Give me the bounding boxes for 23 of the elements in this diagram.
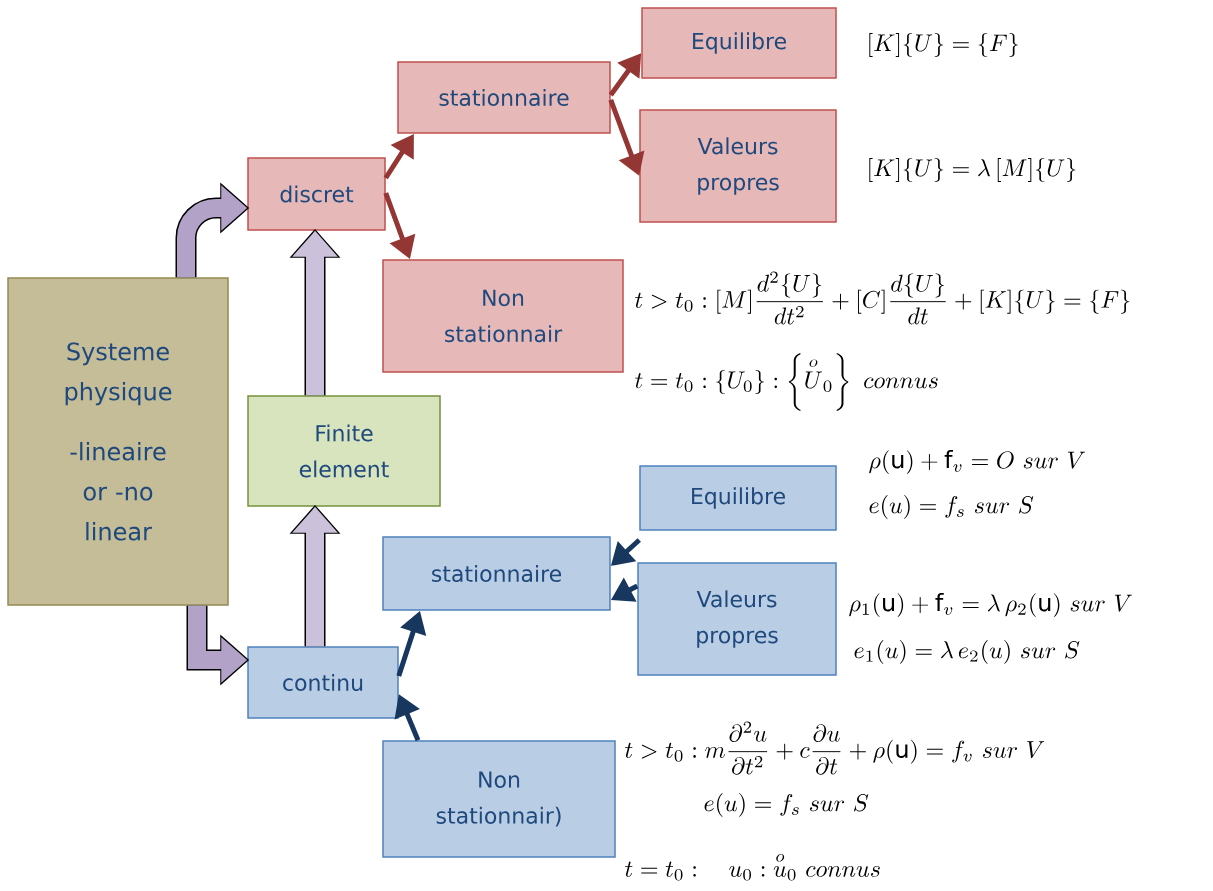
equation: $e(u)=f_s\ sur\ S$ [869, 495, 1034, 519]
process-box: Systeme physique -lineaire or -no linear [7, 277, 229, 606]
equation: $t=t_0:\{U_0\}:\left\{\overset{o}{U}_0\right\}\ connus$ [635, 353, 938, 411]
process-box: stationnaire [397, 61, 611, 134]
process-box: Valeurs propres [639, 109, 837, 223]
process-box: Equilibre [639, 465, 837, 531]
equation: $t>t_0:m\dfrac{\partial^2u}{\partial t^2}+c\dfrac{\partial u}{\partial t}+\rho(\mathrm{u})=f_v\ sur\ V$ [625, 721, 1045, 775]
equation: $[K]\{U\}=\lambda\,[M]\{U\}$ [869, 158, 1076, 182]
equation: $t=t_0:\quad u_0:\overset{o}{u}_0\ connus$ [625, 854, 880, 881]
equation: $e_1(u)=\lambda\,e_2(u)\ sur\ S$ [854, 640, 1080, 664]
equation: $[K]\{U\}=\{F\}$ [869, 33, 1018, 57]
process-box: Non stationnair [382, 259, 624, 373]
process-box: continu [247, 646, 399, 719]
equation: $e(u)=f_s\ sur\ S$ [704, 793, 869, 817]
equation: $t>t_0:[M]\dfrac{d^2\{U\}}{dt^2}+[C]\dfrac{d\{U\}}{dt}+[K]\{U\}=\{F\}$ [635, 271, 1130, 325]
process-box: Valeurs propres [637, 562, 837, 676]
process-box: Equilibre [641, 7, 837, 79]
process-box: stationnaire [382, 536, 611, 611]
process-box: Finite element [247, 395, 441, 507]
process-box: discret [247, 157, 386, 231]
equation: $\rho(\mathrm{u})+\mathrm{f}_v=O\ sur\ V$ [869, 449, 1086, 475]
process-box: Non stationnair) [382, 740, 616, 858]
equation: $\rho_1(\mathrm{u})+\mathrm{f}_v=\lambda\,\rho_2(\mathrm{u})\ sur\ V$ [849, 592, 1132, 618]
